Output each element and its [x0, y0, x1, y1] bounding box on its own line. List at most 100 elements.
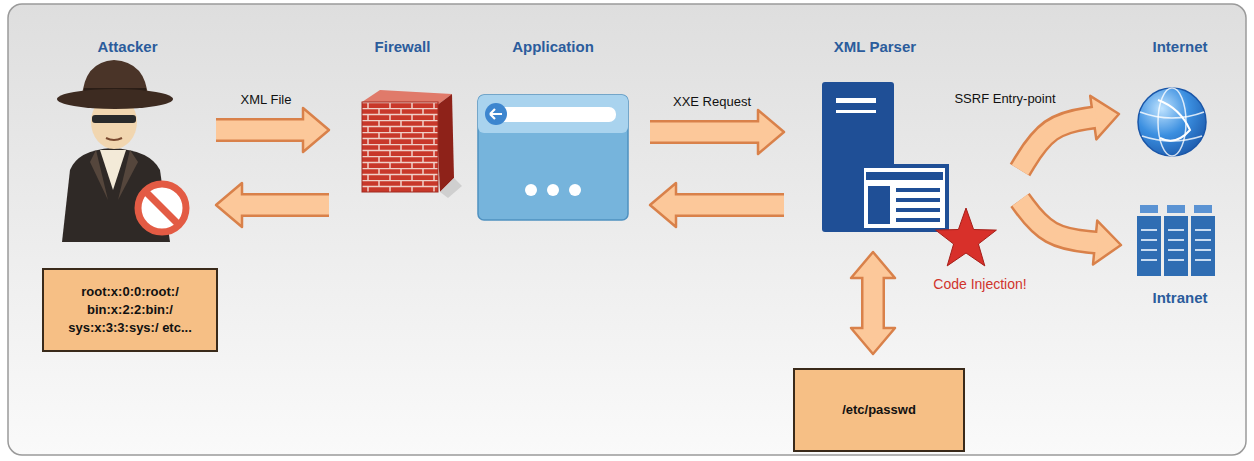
arrow-shaft	[1020, 117, 1096, 170]
arrow-shaft	[1020, 200, 1098, 243]
intranet-servers	[1191, 216, 1215, 276]
server-slots	[1141, 229, 1157, 231]
firewall-wall	[436, 94, 454, 192]
attacker-icon: Attacker	[55, 38, 200, 248]
arrow-label: SSRF Entry-point	[951, 90, 1058, 107]
internet-globe	[1158, 100, 1190, 141]
xml-parser-server	[822, 82, 894, 232]
firewall-wall	[362, 90, 462, 198]
application-window	[490, 109, 502, 119]
application-window	[485, 103, 507, 125]
server-slots	[1195, 229, 1211, 231]
server-slots	[1141, 239, 1157, 241]
arrow-label: XML File	[238, 91, 295, 108]
intranet-servers	[1137, 216, 1161, 276]
xml-parser-server	[896, 208, 940, 212]
block-arrow	[1020, 96, 1119, 170]
arrow-head	[303, 108, 329, 152]
arrow-head	[650, 183, 676, 227]
callout-text: Code Injection!	[933, 276, 1026, 292]
xml-parser-server	[866, 172, 943, 180]
arrow-label: XXE Request	[670, 93, 754, 110]
application-window	[569, 184, 581, 196]
box-text: /etc/passwd	[809, 401, 949, 419]
internet-globe	[1158, 88, 1186, 156]
node-heading: Intranet	[1152, 289, 1207, 307]
intranet-servers	[1194, 205, 1212, 213]
block-arrow	[216, 183, 329, 227]
intranet-servers: Intranet	[1125, 195, 1235, 307]
injection-star	[936, 208, 997, 266]
block-arrow	[650, 110, 784, 154]
internet-globe	[1138, 88, 1206, 156]
attacker-figure	[118, 150, 138, 200]
application-window	[478, 95, 628, 220]
server-slots	[1195, 249, 1211, 251]
node-heading: Firewall	[375, 38, 431, 56]
application-window: Application	[472, 38, 634, 224]
xml-parser-server	[868, 186, 890, 224]
server-slots	[1195, 259, 1211, 261]
arrow-head	[851, 252, 895, 278]
xml-parser-server: XML Parser	[800, 38, 950, 238]
server-slots	[1141, 230, 1211, 260]
injection-star	[936, 208, 997, 266]
block-arrow	[1020, 200, 1121, 264]
firewall-wall	[440, 178, 462, 198]
internet-globe	[1138, 88, 1206, 156]
server-slots	[1168, 229, 1184, 231]
server-slots	[1195, 239, 1211, 241]
application-window	[478, 95, 628, 133]
attacker-figure	[57, 89, 173, 109]
internet-globe: Internet	[1125, 38, 1235, 163]
box-text: root:x:0:0:root:/ bin:x:2:2:bin:/ sys:x:…	[62, 283, 198, 338]
application-window	[525, 184, 537, 196]
xml-parser-server	[896, 198, 940, 202]
node-heading: XML Parser	[834, 38, 916, 56]
output-box: root:x:0:0:root:/ bin:x:2:2:bin:/ sys:x:…	[42, 268, 218, 352]
arrow-shaft	[673, 196, 784, 215]
attacker-figure	[106, 138, 122, 140]
firewall-wall	[362, 102, 438, 192]
xml-parser-server	[896, 218, 940, 222]
arrow-head	[758, 110, 784, 154]
node-heading: Attacker	[97, 38, 157, 56]
arrow-head	[851, 328, 895, 354]
arrow-shaft	[864, 275, 883, 331]
arrow-shaft	[239, 196, 329, 215]
internet-globe	[1140, 112, 1204, 118]
node-heading: Internet	[1152, 38, 1207, 56]
node-heading: Application	[512, 38, 594, 56]
server-slots	[1168, 259, 1184, 261]
arrow-head	[216, 183, 242, 227]
attacker-figure	[92, 115, 136, 123]
server-slots	[1141, 249, 1157, 251]
file-box: /etc/passwd	[793, 368, 965, 452]
arrow-shaft	[216, 121, 306, 140]
attacker-figure	[57, 60, 186, 242]
xml-parser-server	[896, 188, 940, 192]
background-panel	[8, 4, 1246, 455]
block-arrow	[851, 252, 895, 354]
xml-parser-server	[862, 166, 947, 230]
intranet-servers	[1140, 205, 1158, 213]
firewall-icon: Firewall	[345, 38, 460, 208]
server-slots	[1141, 259, 1157, 261]
attacker-figure	[90, 150, 108, 200]
block-arrow	[650, 183, 784, 227]
application-window	[547, 184, 559, 196]
block-arrow	[216, 108, 329, 152]
intranet-servers	[1167, 205, 1185, 213]
xml-parser-server	[836, 98, 876, 103]
application-window	[488, 107, 616, 122]
xml-parser-server	[836, 110, 876, 113]
intranet-servers	[1164, 216, 1188, 276]
application-window	[478, 95, 628, 220]
attacker-figure	[146, 192, 178, 224]
arrow-shaft	[650, 123, 761, 142]
server-slots	[1168, 239, 1184, 241]
attacker-figure	[138, 184, 186, 232]
xml-parser-server	[822, 82, 947, 232]
server-slots	[1168, 249, 1184, 251]
